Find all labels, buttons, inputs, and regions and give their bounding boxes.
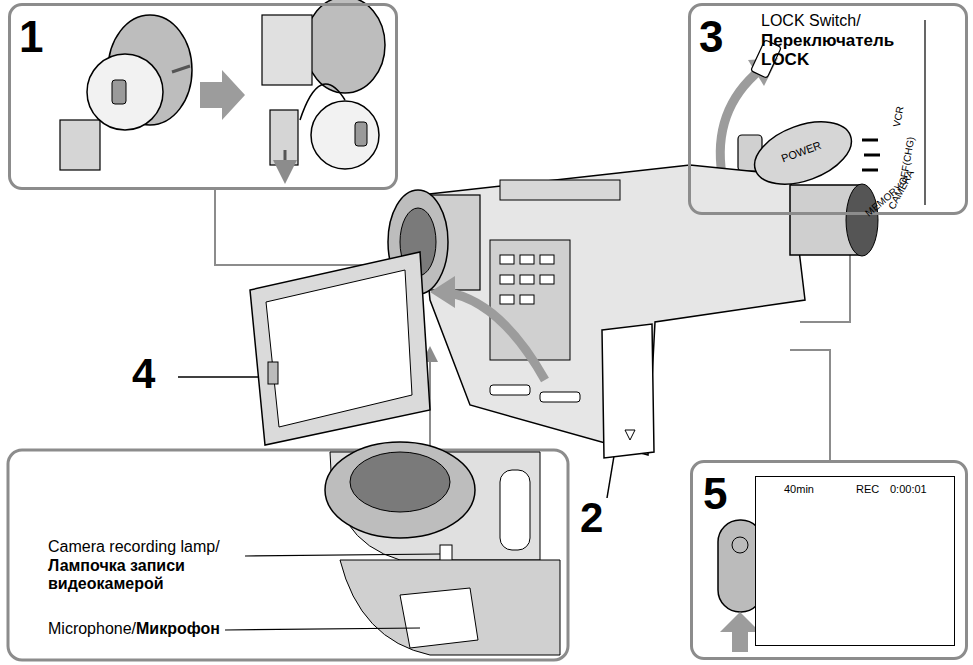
body-edge	[924, 20, 925, 205]
cap-tab	[112, 80, 126, 104]
part-label: Переключатель LOCK	[761, 31, 901, 69]
button	[520, 255, 534, 264]
press-arrow	[720, 612, 760, 652]
callout-number: 2	[580, 494, 603, 541]
closeup-panel	[8, 450, 568, 660]
button	[520, 295, 534, 304]
top-handle	[500, 180, 620, 200]
part-label: Лампочка записи видеокамерой	[48, 557, 226, 593]
side-switch	[500, 470, 530, 550]
button	[500, 275, 514, 284]
lens-cap	[87, 54, 163, 130]
dial-mark: VCR	[891, 105, 906, 128]
screen-text: 40min	[784, 483, 814, 495]
step-number: 1	[19, 12, 43, 61]
lcd-panel	[250, 252, 430, 445]
button	[500, 295, 514, 304]
leader-line	[245, 554, 440, 556]
callout-number: 4	[132, 350, 155, 397]
part-label: Camera recording lamp/	[48, 538, 220, 556]
lens-barrel	[305, 0, 385, 93]
battery	[602, 324, 654, 458]
button-mark	[732, 537, 748, 553]
button	[490, 385, 530, 395]
step-arrow	[200, 70, 245, 120]
battery-mark	[625, 430, 635, 440]
part-label: Микрофон	[136, 620, 220, 638]
open-arrow	[445, 292, 545, 380]
eyecup	[846, 184, 878, 256]
lcd-screen	[266, 270, 412, 427]
small-arrow	[284, 150, 287, 178]
button	[540, 255, 554, 264]
grip-strap	[60, 120, 100, 170]
lcd-screen: 40min REC 0:00:01	[755, 476, 955, 646]
step-number: 3	[699, 12, 723, 61]
lens-cap	[311, 101, 379, 169]
button	[520, 275, 534, 284]
screen-text: 0:00:01	[890, 483, 927, 495]
position-mark	[862, 169, 878, 172]
screen-text: REC	[856, 483, 879, 495]
dial-shape	[746, 110, 860, 196]
part-label: LOCK Switch/	[761, 12, 861, 30]
lens-ring	[325, 442, 475, 538]
small-arrow	[172, 66, 190, 72]
power-dial: POWER	[744, 108, 862, 198]
position-mark	[864, 154, 880, 157]
camera-lower	[340, 560, 560, 655]
step-number: 5	[703, 469, 727, 518]
position-mark	[862, 139, 878, 142]
button	[540, 392, 580, 402]
open-arrow-head	[430, 276, 455, 308]
open-button	[268, 362, 278, 384]
step-panel: 3LOCK Switch/Переключатель LOCKVCROFF(CH…	[688, 3, 968, 215]
part-label: Microphone/	[48, 620, 136, 638]
leader-line	[225, 628, 420, 630]
cap-tab	[355, 122, 367, 146]
lens-glass	[350, 452, 450, 512]
microphone	[400, 588, 478, 648]
leader-line	[790, 350, 830, 460]
button	[540, 275, 554, 284]
camera-side	[262, 15, 312, 85]
step-panel: 1	[8, 3, 398, 190]
button	[500, 255, 514, 264]
leader-line	[215, 190, 385, 265]
panel-recess	[490, 240, 570, 360]
step-panel: 5 40min REC 0:00:01	[690, 460, 968, 660]
